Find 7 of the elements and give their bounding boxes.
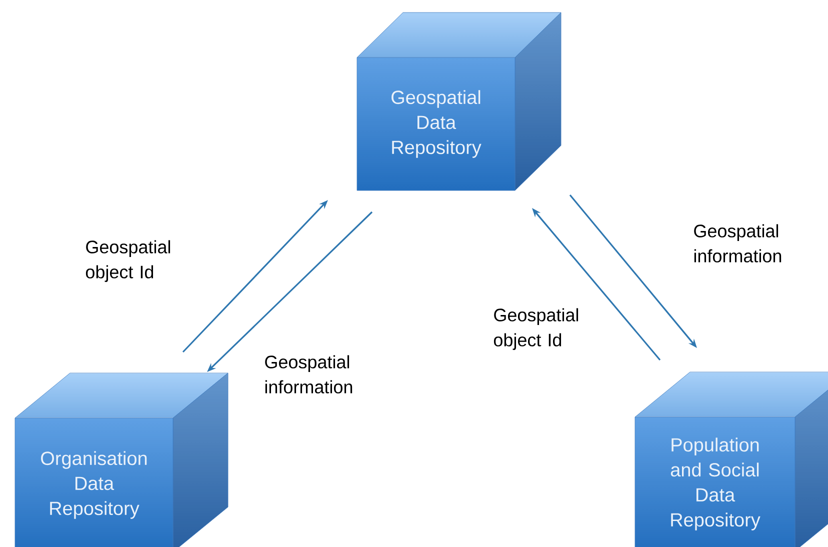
cube: Geospatial Data Repository bbox=[356, 12, 562, 191]
edge-label: Geospatial object Id bbox=[86, 240, 170, 282]
edge-label: Geospatial information bbox=[265, 355, 352, 394]
edge-label: Geospatial information bbox=[694, 224, 782, 262]
cube: Organisation Data Repository bbox=[14, 372, 228, 547]
edge-label: Geospatial object Id bbox=[494, 308, 578, 350]
cube: Population and Social Data Repository bbox=[634, 372, 828, 547]
